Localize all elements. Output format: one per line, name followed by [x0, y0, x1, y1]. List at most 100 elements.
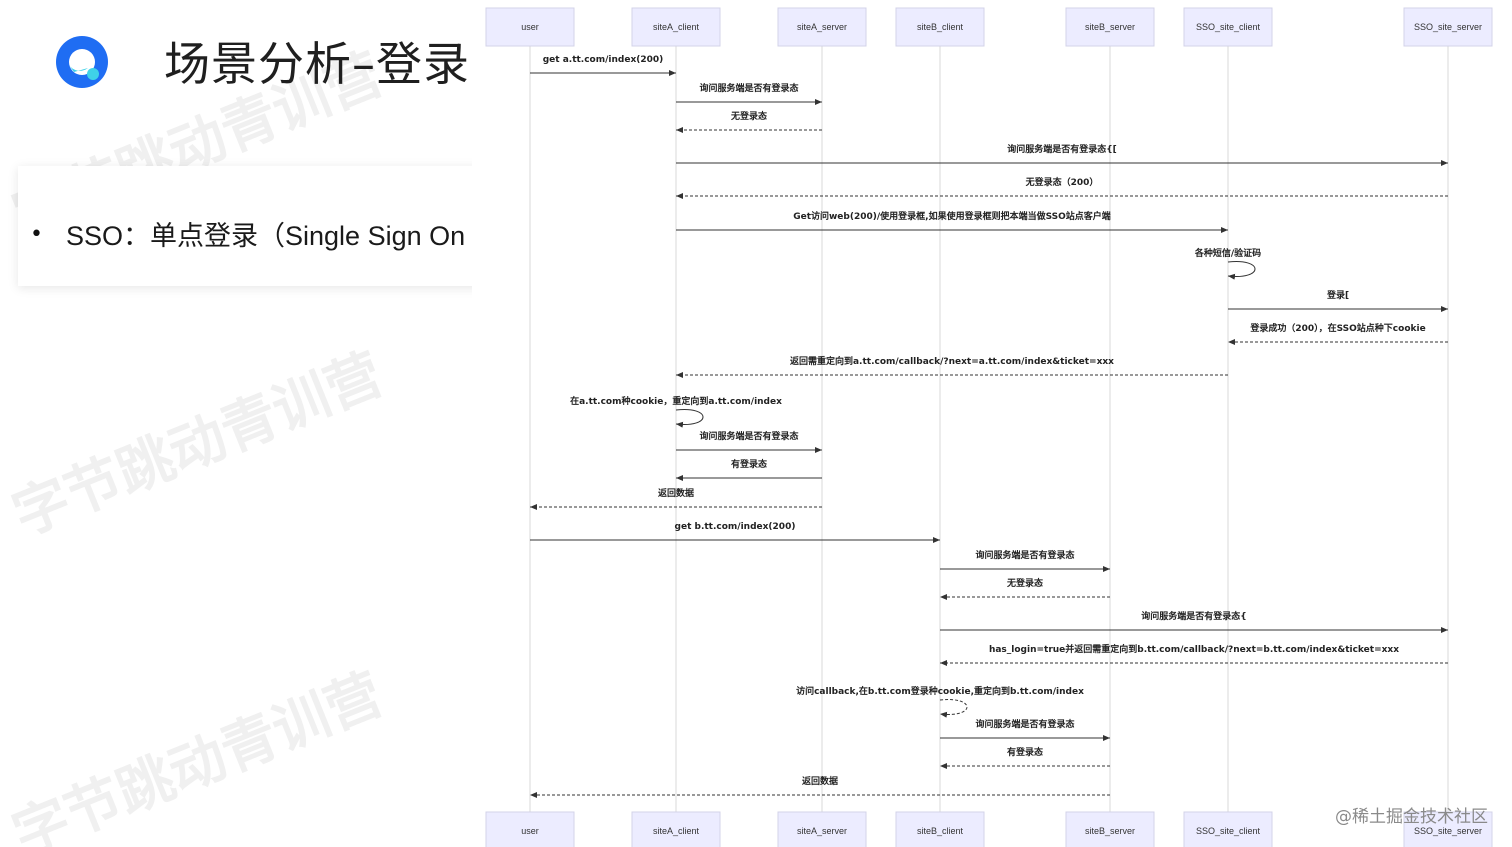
message-label: 登录成功（200），在SSO站点种下cookie	[1249, 322, 1425, 334]
message: 返回需重定向到a.tt.com/callback/?next=a.tt.com/…	[676, 355, 1228, 378]
message-label: 有登录态	[1007, 746, 1043, 758]
participant-box-bottom: SSO_site_server	[1403, 811, 1493, 847]
participant-box-top: siteB_server	[1065, 7, 1155, 47]
message: 询问服务端是否有登录态{[	[676, 143, 1448, 166]
participant-box	[631, 811, 721, 847]
slide-left-panel: 字节跳动青训营 字节跳动青训营 字节跳动青训营 场景分析–登录 • SSO：单点…	[0, 0, 472, 847]
participant-label: siteB_server	[1085, 22, 1135, 32]
participant-label: siteB_server	[1085, 826, 1135, 836]
participant-box-top: SSO_site_client	[1183, 7, 1273, 47]
participant-box	[777, 811, 867, 847]
participant-box-bottom: user	[485, 811, 575, 847]
message-label: 各种短信/验证码	[1194, 247, 1261, 259]
message: 各种短信/验证码	[1194, 247, 1261, 280]
message-label: 询问服务端是否有登录态	[975, 718, 1074, 730]
participant-box-bottom: siteA_client	[631, 811, 721, 847]
participant-box	[777, 7, 867, 47]
participant-box	[485, 7, 575, 47]
page-title: 场景分析–登录	[164, 37, 470, 91]
participant-box	[1065, 811, 1155, 847]
app-logo-icon	[56, 36, 108, 88]
message: 询问服务端是否有登录态	[676, 430, 822, 453]
message: 返回数据	[530, 775, 1110, 798]
message-label: 有登录态	[731, 458, 767, 470]
message: has_login=true并返回需重定向到b.tt.com/callback/…	[940, 643, 1448, 666]
participant-box-bottom: siteA_server	[777, 811, 867, 847]
message-label: 访问callback,在b.tt.com登录种cookie,重定向到b.tt.c…	[796, 685, 1084, 697]
participant-label: SSO_site_client	[1196, 22, 1261, 32]
watermark-text: 字节跳动青训营	[3, 341, 392, 549]
participant-box	[1065, 7, 1155, 47]
bullet-card	[18, 166, 472, 286]
message: 登录成功（200），在SSO站点种下cookie	[1228, 322, 1448, 345]
message: 询问服务端是否有登录态	[940, 549, 1110, 572]
message-label: 询问服务端是否有登录态{	[1141, 610, 1246, 622]
message: 有登录态	[676, 458, 822, 481]
participant-label: siteA_server	[797, 22, 847, 32]
message-label: 询问服务端是否有登录态{[	[1007, 143, 1117, 155]
message: 登录[	[1228, 289, 1448, 312]
self-message-arrow	[675, 409, 704, 428]
participant-box-bottom: siteB_client	[895, 811, 985, 847]
message-label: has_login=true并返回需重定向到b.tt.com/callback/…	[989, 643, 1399, 655]
participant-label: SSO_site_server	[1414, 22, 1482, 32]
participant-label: SSO_site_client	[1196, 826, 1261, 836]
message: get a.tt.com/index(200)	[530, 55, 676, 76]
bullet-point-icon: •	[30, 222, 43, 247]
watermark-text: 字节跳动青训营	[3, 661, 392, 847]
message: 访问callback,在b.tt.com登录种cookie,重定向到b.tt.c…	[796, 685, 1084, 718]
message: 无登录态	[940, 577, 1110, 600]
source-credit: @稀土掘金技术社区	[1335, 807, 1488, 827]
message: 询问服务端是否有登录态	[676, 82, 822, 105]
participant-box	[895, 7, 985, 47]
message: 询问服务端是否有登录态	[940, 718, 1110, 741]
message-label: 返回数据	[658, 487, 694, 499]
participant-box	[1183, 7, 1273, 47]
participant-box	[1403, 811, 1493, 847]
participant-box	[1183, 811, 1273, 847]
participant-label: user	[521, 22, 539, 32]
message: 无登录态（200）	[676, 176, 1448, 199]
participant-box-top: siteB_client	[895, 7, 985, 47]
message-label: 无登录态	[1006, 577, 1043, 589]
message-label: 无登录态（200）	[1025, 176, 1099, 188]
watermark-layer: 字节跳动青训营 字节跳动青训营 字节跳动青训营	[0, 0, 472, 847]
self-message-arrow	[1227, 261, 1256, 280]
participant-box-top: SSO_site_server	[1403, 7, 1493, 47]
participant-box-bottom: SSO_site_client	[1183, 811, 1273, 847]
participant-box	[895, 811, 985, 847]
message-label: 询问服务端是否有登录态	[699, 82, 798, 94]
participant-label: siteB_client	[917, 22, 964, 32]
messages: get a.tt.com/index(200)询问服务端是否有登录态无登录态询问…	[530, 55, 1448, 798]
participant-box-top: siteA_server	[777, 7, 867, 47]
message: 在a.tt.com种cookie，重定向到a.tt.com/index	[570, 395, 782, 428]
message-label: 登录[	[1326, 289, 1349, 301]
message: 询问服务端是否有登录态{	[940, 610, 1448, 633]
bullet-text: SSO：单点登录（Single Sign On	[66, 221, 466, 251]
participant-box-top: user	[485, 7, 575, 47]
message: get b.tt.com/index(200)	[530, 522, 940, 543]
message-label: 无登录态	[730, 110, 767, 122]
participants: user user siteA_client siteA_client siteA_se…	[485, 7, 1493, 847]
participant-box-top: siteA_client	[631, 7, 721, 47]
message-label: 在a.tt.com种cookie，重定向到a.tt.com/index	[570, 395, 782, 407]
participant-label: user	[521, 826, 539, 836]
message: 有登录态	[940, 746, 1110, 769]
message-label: get b.tt.com/index(200)	[675, 522, 796, 532]
participant-label: siteA_client	[653, 826, 700, 836]
participant-label: siteB_client	[917, 826, 964, 836]
message-label: 返回数据	[802, 775, 838, 787]
sequence-diagram: user user siteA_client siteA_client siteA_se…	[485, 7, 1493, 847]
message-label: Get访问web(200)/使用登录框,如果使用登录框则把本端当做SSO站点客户…	[793, 210, 1111, 222]
message-label: 询问服务端是否有登录态	[975, 549, 1074, 561]
participant-box	[1403, 7, 1493, 47]
message: Get访问web(200)/使用登录框,如果使用登录框则把本端当做SSO站点客户…	[676, 210, 1228, 233]
self-message-arrow	[939, 699, 968, 718]
participant-box	[485, 811, 575, 847]
message: 返回数据	[530, 487, 822, 510]
message-label: 询问服务端是否有登录态	[699, 430, 798, 442]
participant-box	[631, 7, 721, 47]
message-label: 返回需重定向到a.tt.com/callback/?next=a.tt.com/…	[790, 355, 1114, 367]
participant-box-bottom: siteB_server	[1065, 811, 1155, 847]
participant-label: siteA_client	[653, 22, 700, 32]
